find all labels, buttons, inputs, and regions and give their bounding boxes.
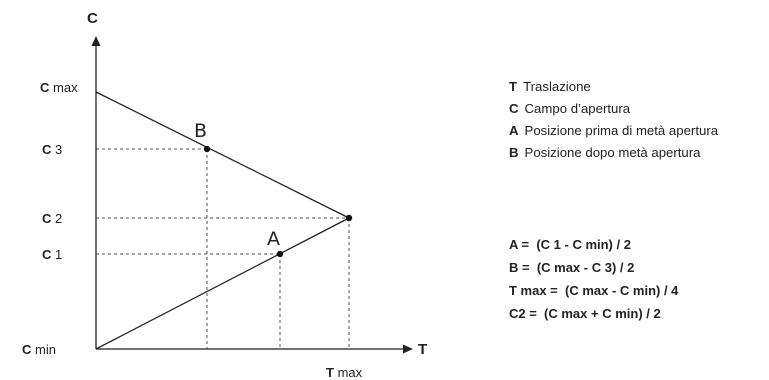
legend-text: Campo d’apertura <box>524 101 631 116</box>
vertical-axis-arrowhead <box>91 36 101 46</box>
descending-line <box>95 91 350 219</box>
legend-item: B Posizione dopo metà apertura <box>509 142 718 164</box>
point-a-marker <box>276 250 284 258</box>
label-cmin-suffix: min <box>35 342 56 357</box>
guide-lines <box>96 148 350 349</box>
formulas: A = (C 1 - C min) / 2 B = (C max - C 3) … <box>509 233 678 325</box>
label-tmax-key: T <box>326 365 334 380</box>
label-cmin: C min <box>22 342 56 357</box>
label-c3-key: C <box>42 142 52 157</box>
label-c3-suffix: 3 <box>55 142 62 157</box>
ascending-line <box>95 217 350 350</box>
horizontal-axis-arrowhead <box>403 344 413 354</box>
horizontal-axis-letter: T <box>418 341 427 358</box>
label-c2: C 2 <box>42 211 62 226</box>
legend-text: Posizione dopo metà apertura <box>524 145 701 160</box>
legend-key: B <box>509 145 519 160</box>
legend-text: Posizione prima di metà apertura <box>524 123 719 138</box>
legend-text: Traslazione <box>523 79 591 94</box>
label-tmax-suffix: max <box>338 365 363 380</box>
label-c1: C 1 <box>42 247 62 262</box>
label-c3: C 3 <box>42 142 62 157</box>
point-apex-marker <box>345 214 353 222</box>
label-cmax: C max <box>40 80 78 95</box>
label-c1-suffix: 1 <box>55 247 62 262</box>
legend-key: A <box>509 123 519 138</box>
label-cmax-key: C <box>40 80 50 95</box>
point-a-label: A <box>267 228 280 250</box>
formula-c2: C2 = (C max + C min) / 2 <box>509 306 661 321</box>
label-cmax-suffix: max <box>53 80 78 95</box>
legend-item: A Posizione prima di metà apertura <box>509 120 718 142</box>
formula-a: A = (C 1 - C min) / 2 <box>509 237 631 252</box>
label-cmin-key: C <box>22 342 32 357</box>
legend-item: T Traslazione <box>509 76 718 98</box>
formula-b: B = (C max - C 3) / 2 <box>509 260 635 275</box>
point-b-label: B <box>194 120 207 142</box>
legend-key: T <box>509 79 518 94</box>
label-c2-suffix: 2 <box>55 211 62 226</box>
label-c1-key: C <box>42 247 52 262</box>
label-tmax: T max <box>326 365 363 380</box>
legend: T Traslazione C Campo d’apertura A Posizion… <box>509 76 718 164</box>
legend-key: C <box>509 101 519 116</box>
formula-tmax: T max = (C max - C min) / 4 <box>509 283 679 298</box>
label-c2-key: C <box>42 211 52 226</box>
point-b-marker <box>203 145 211 153</box>
legend-item: C Campo d’apertura <box>509 98 718 120</box>
vertical-axis-letter: C <box>87 10 98 27</box>
